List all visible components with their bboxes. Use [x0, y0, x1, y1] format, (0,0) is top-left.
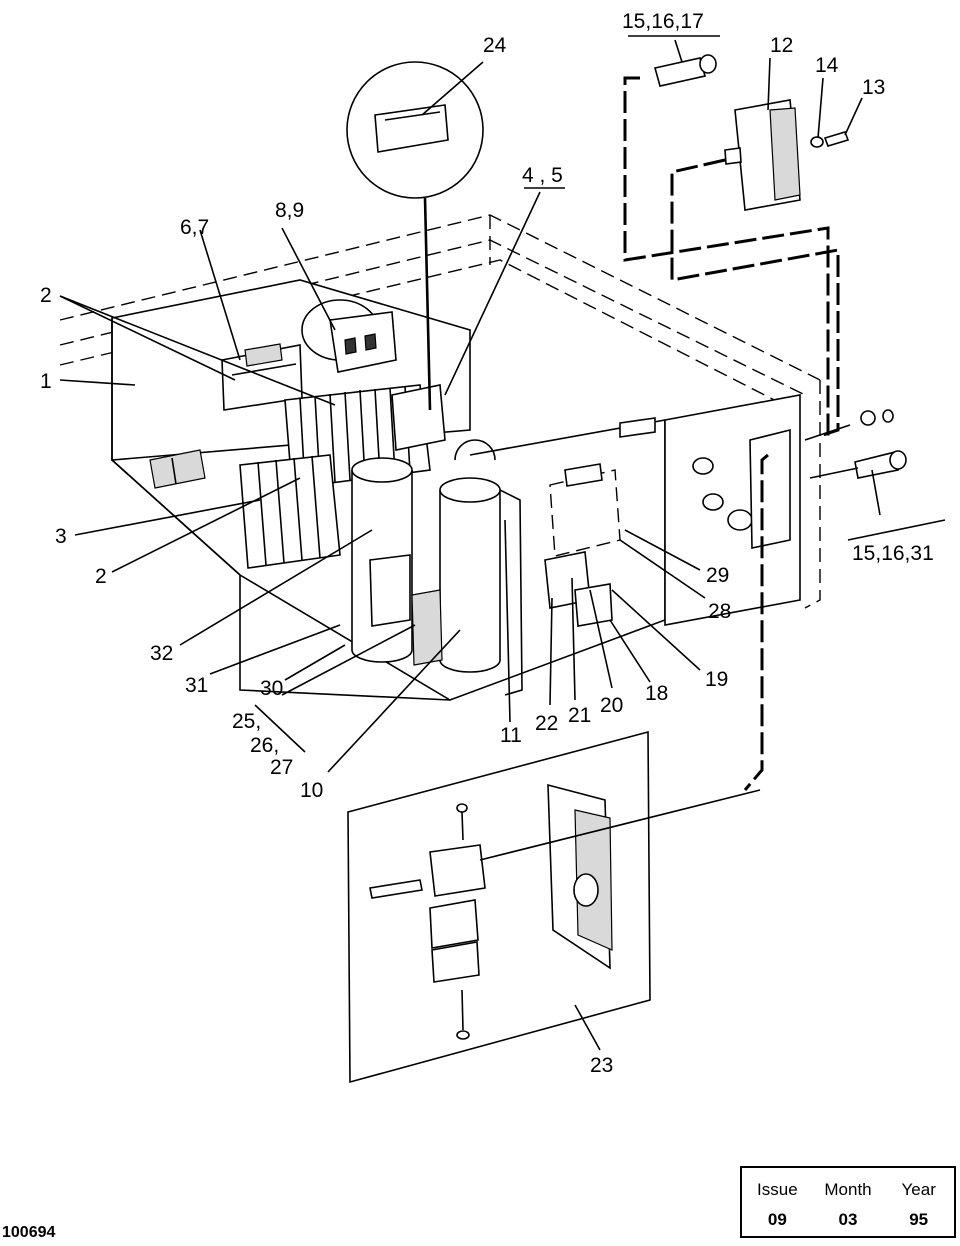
- callout-22: 22: [535, 712, 558, 735]
- callout-18: 18: [645, 682, 668, 705]
- callout-4-5: 4 , 5: [522, 164, 563, 187]
- year-value: 95: [909, 1210, 929, 1229]
- issue-header: Issue: [757, 1180, 798, 1199]
- fuse-holder-side: [854, 409, 907, 479]
- callout-23: 23: [590, 1054, 613, 1077]
- callout-labels: 1 2 2 3 4 , 5 6,7 8,9 10 11 12 13 14 15,…: [40, 10, 934, 1077]
- callout-24: 24: [483, 34, 507, 57]
- part-13-14-screw: [810, 131, 850, 148]
- callout-25: 25,: [232, 710, 261, 733]
- callout-2-bottom: 2: [95, 565, 107, 588]
- callout-13: 13: [862, 76, 885, 99]
- fuse-holder-top: [654, 54, 717, 87]
- callout-1: 1: [40, 370, 52, 393]
- switch-assembly: [544, 463, 621, 627]
- callout-26: 26,: [250, 734, 279, 757]
- callout-21: 21: [568, 704, 591, 727]
- callout-29: 29: [706, 564, 729, 587]
- callout-27: 27: [270, 756, 293, 779]
- callout-32: 32: [150, 642, 173, 665]
- callout-2-top: 2: [40, 284, 52, 307]
- drawing-number: 100694: [2, 1224, 56, 1241]
- issue-box-value-row: 09 03 95: [742, 1210, 954, 1230]
- issue-value: 09: [767, 1210, 787, 1229]
- callout-11: 11: [500, 724, 522, 747]
- callout-20: 20: [600, 694, 623, 717]
- callout-leaders: [59, 35, 946, 1051]
- callout-30: 30: [260, 677, 283, 700]
- month-header: Month: [824, 1180, 872, 1199]
- assembly-leader-lines: [623, 76, 859, 791]
- part-23-detail-panel: [347, 730, 761, 1084]
- callout-15-16-31: 15,16,31: [852, 542, 934, 565]
- callout-12: 12: [770, 34, 793, 57]
- part-24-detail-circle: [346, 61, 484, 411]
- part-11-bracket: [499, 489, 523, 696]
- part-4-5-relay: [391, 384, 446, 451]
- part-8-9-rotary-switch: [301, 299, 397, 373]
- issue-box-header-row: Issue Month Year: [742, 1180, 954, 1200]
- front-panel: [619, 394, 801, 626]
- year-header: Year: [901, 1180, 936, 1199]
- callout-28: 28: [708, 600, 731, 623]
- issue-info-box: Issue Month Year 09 03 95: [740, 1166, 956, 1238]
- rectifier-module: [369, 554, 443, 666]
- callout-8-9: 8,9: [275, 199, 304, 222]
- callout-3: 3: [55, 525, 67, 548]
- callout-6-7: 6,7: [180, 216, 209, 239]
- callout-31: 31: [185, 674, 208, 697]
- callout-10: 10: [300, 779, 323, 802]
- callout-19: 19: [705, 668, 728, 691]
- callout-14: 14: [815, 54, 839, 77]
- part-12-module: [724, 99, 801, 211]
- month-value: 03: [838, 1210, 858, 1229]
- callout-15-16-17: 15,16,17: [622, 10, 704, 33]
